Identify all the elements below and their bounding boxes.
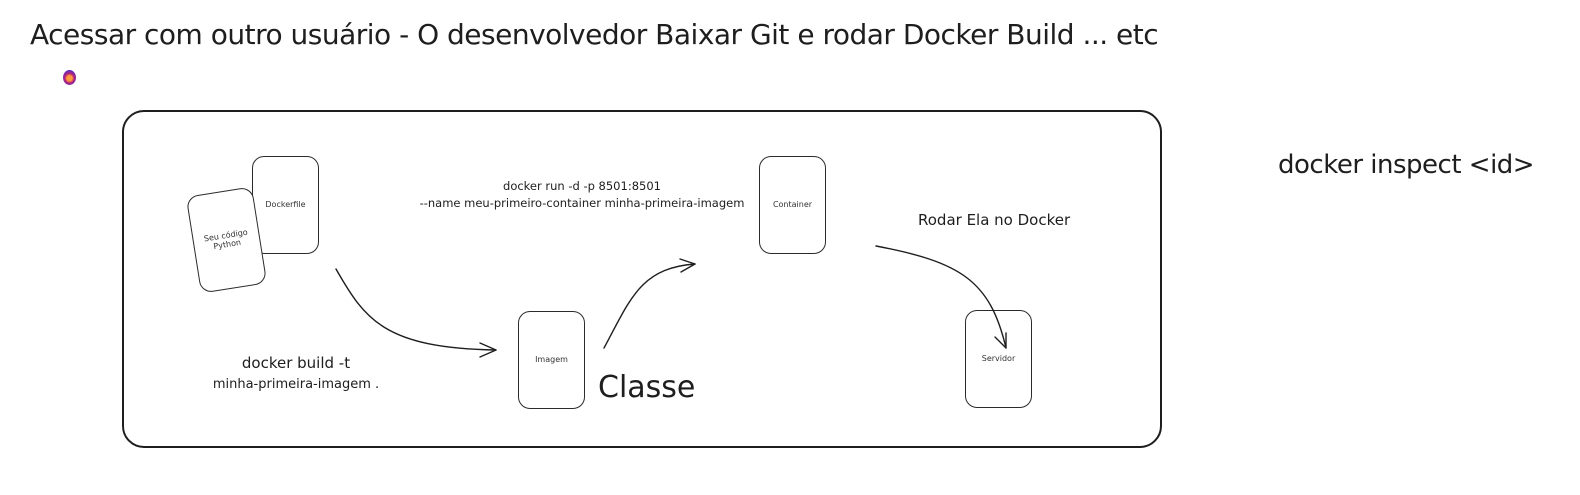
server-card: Servidor	[965, 310, 1032, 408]
build-command-line-2: minha-primeira-imagem .	[212, 377, 380, 393]
container-card-label: Container	[772, 200, 813, 210]
arrow-image-to-container	[603, 258, 696, 349]
diagram-frame	[122, 110, 1162, 448]
run-command-line-1: docker run -d -p 8501:8501	[503, 179, 661, 193]
image-card: Imagem	[518, 311, 585, 409]
arrow-code-to-image	[335, 268, 497, 358]
dockerfile-card: Dockerfile	[252, 156, 319, 254]
run-command-line-2: --name meu-primeiro-container minha-prim…	[419, 196, 745, 211]
deploy-label: Rodar Ela no Docker	[918, 211, 1071, 229]
build-command-label: docker build -t minha-primeira-imagem .	[205, 352, 387, 395]
run-command-label: docker run -d -p 8501:8501 --name meu-pr…	[418, 178, 746, 213]
image-card-label: Imagem	[535, 355, 568, 365]
build-command-line-1: docker build -t	[241, 354, 351, 372]
side-note: docker inspect <id>	[1278, 150, 1535, 180]
arrow-container-to-server	[875, 245, 1007, 349]
classe-label: Classe	[598, 370, 696, 405]
container-card: Container	[759, 156, 826, 254]
page-title: Acessar com outro usuário - O desenvolve…	[30, 18, 1159, 51]
color-dot-icon	[63, 70, 76, 85]
dockerfile-card-label: Dockerfile	[265, 200, 306, 210]
server-card-label: Servidor	[981, 354, 1016, 364]
